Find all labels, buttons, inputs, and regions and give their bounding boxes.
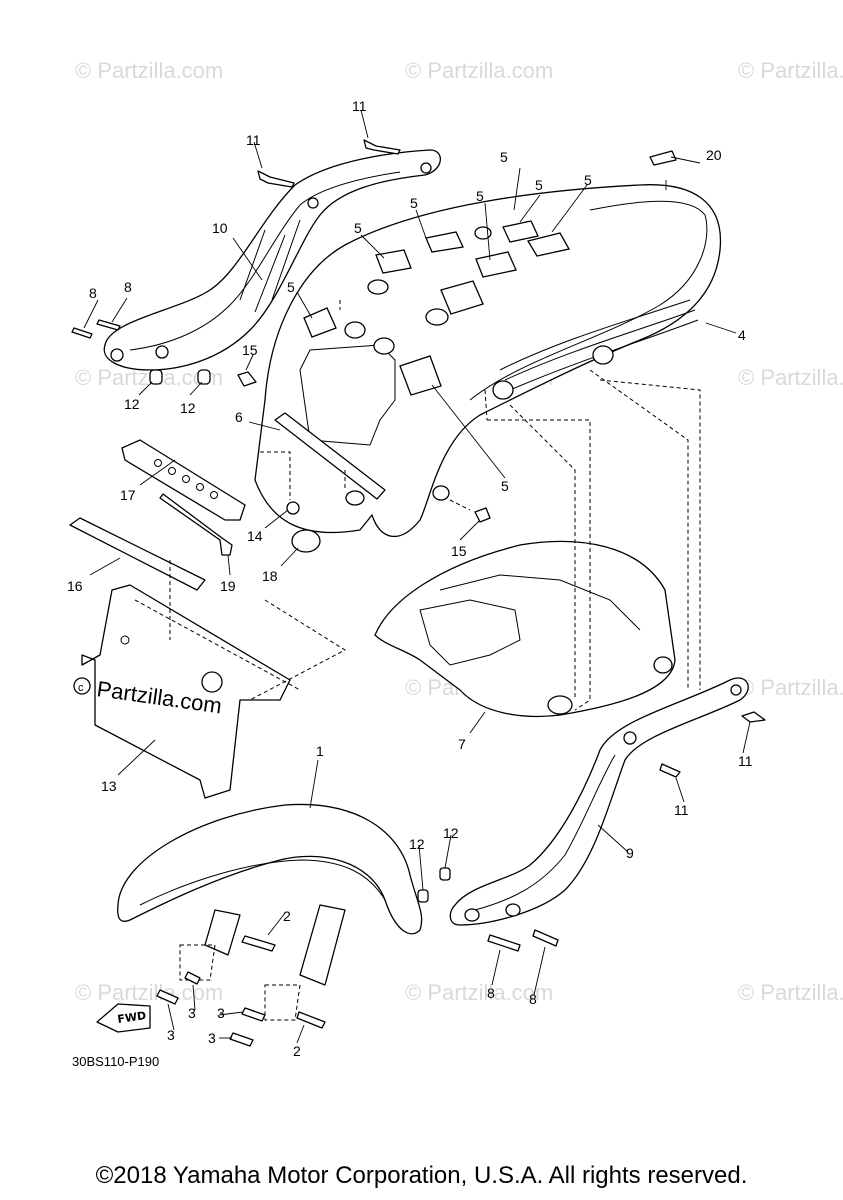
callout-12: 12 [443,825,459,841]
grab-bar-left [103,149,441,371]
inner-fender [374,540,676,718]
reflector-bar [69,517,206,591]
callout-11: 11 [246,132,261,148]
watermark: © Partzilla.com [405,980,553,1005]
callout-5: 5 [287,279,295,295]
svg-text:c: c [78,682,84,694]
lamp-bracket [121,439,246,521]
callout-12: 12 [409,836,425,852]
callout-3: 3 [167,1027,175,1043]
damper-pads [303,220,570,396]
callout-8: 8 [124,279,132,295]
watermark: © Partzilla.com [75,980,223,1005]
callout-1: 1 [316,743,324,759]
callout-9: 9 [626,845,634,861]
callout-2: 2 [283,908,291,924]
grab-bar-right [449,677,749,926]
callout-20: 20 [706,147,722,163]
callout-3: 3 [188,1005,196,1021]
callout-8: 8 [487,985,495,1001]
caution-label [649,150,677,166]
callout-12: 12 [180,400,196,416]
callout-5: 5 [535,177,543,193]
callout-12: 12 [124,396,140,412]
callout-14: 14 [247,528,263,544]
watermark: © Partzilla.com [738,675,843,700]
callout-5: 5 [476,188,484,204]
callout-18: 18 [262,568,278,584]
fwd-arrow: FWD [96,1003,151,1033]
callout-5: 5 [354,220,362,236]
callout-11: 11 [738,753,753,769]
callout-4: 4 [738,327,746,343]
watermark: © Partzilla.com [738,980,843,1005]
callout-7: 7 [458,736,466,752]
callout-5: 5 [500,149,508,165]
callout-5: 5 [584,172,592,188]
callout-3: 3 [208,1030,216,1046]
callout-3: 3 [217,1005,225,1021]
watermark: © Partzilla.com [738,365,843,390]
license-bracket [81,584,301,799]
watermark: © Partzilla.com [75,58,223,83]
watermark: © Partzilla.com [405,58,553,83]
callout-19: 19 [220,578,236,594]
cable-tie [159,493,233,556]
leader-lines [83,109,751,1044]
diagram-code: 30BS110-P190 [72,1054,159,1069]
rear-fender [254,184,722,538]
callout-2: 2 [293,1043,301,1059]
copyright-notice: ©2018 Yamaha Motor Corporation, U.S.A. A… [95,1162,748,1189]
front-fender [117,803,423,1021]
callout-8: 8 [529,991,537,1007]
callout-5: 5 [501,478,509,494]
light-bar [274,412,386,500]
callout-5: 5 [410,195,418,211]
callout-6: 6 [235,409,243,425]
callout-13: 13 [101,778,117,794]
grommet [286,501,300,515]
damper [291,529,321,553]
callout-16: 16 [67,578,83,594]
fwd-label: FWD [117,1009,147,1026]
callout-15: 15 [242,342,258,358]
callout-17: 17 [120,487,136,503]
callout-11: 11 [674,802,689,818]
callout-11: 11 [352,98,367,114]
callout-15: 15 [451,543,467,559]
fasteners [71,139,766,1047]
watermark: © Partzilla.com [738,58,843,83]
callout-10: 10 [212,220,228,236]
callout-8: 8 [89,285,97,301]
callout-labels: 11 11 5 20 5 5 5 5 10 5 5 8 8 4 15 12 12… [67,98,753,1059]
